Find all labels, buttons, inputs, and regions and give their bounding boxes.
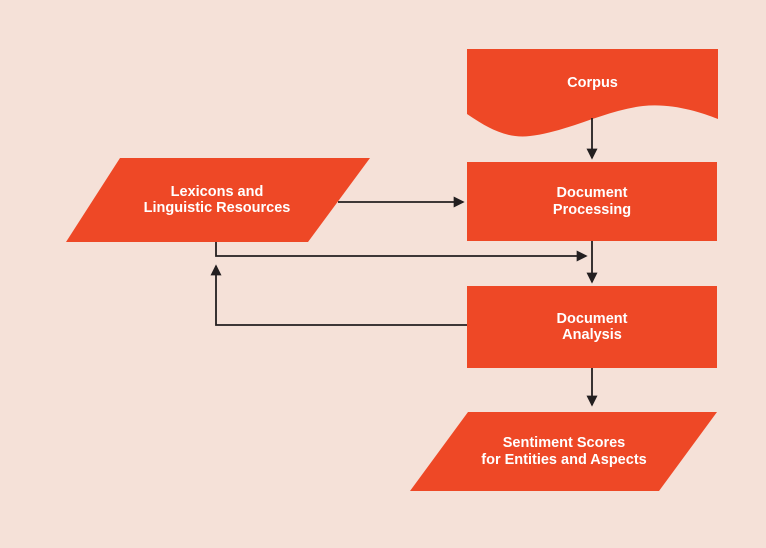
node-document-processing-shape (467, 162, 717, 241)
node-corpus-shape (467, 49, 718, 137)
node-lexicons-shape (66, 158, 370, 242)
edge-document-analysis-to-lexicons-feedback (210, 264, 467, 326)
node-sentiment-scores-shape (410, 412, 717, 491)
edge-lexicons-to-document-analysis (215, 242, 588, 262)
node-document-analysis-shape (467, 286, 717, 368)
